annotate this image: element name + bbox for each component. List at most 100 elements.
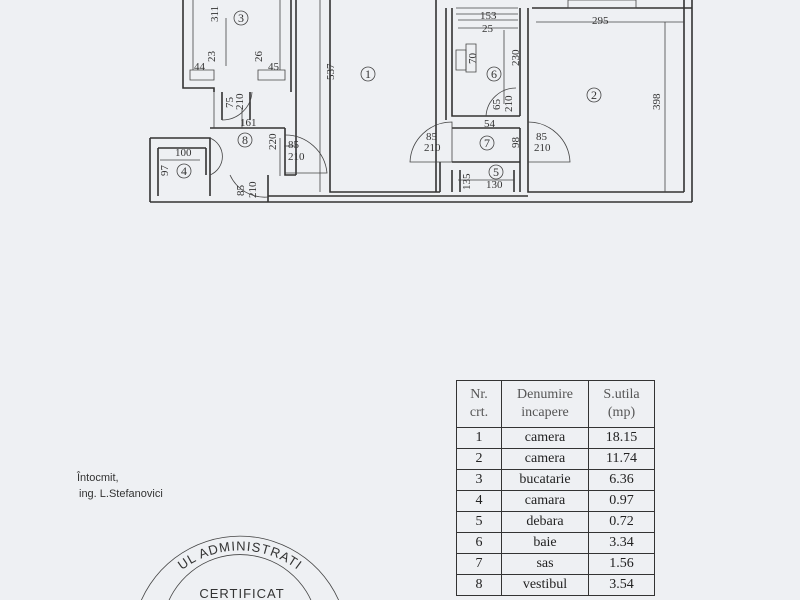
dim-98: 98 bbox=[510, 137, 522, 149]
cell-nr: 1 bbox=[456, 427, 502, 449]
room-4-label: 4 bbox=[176, 163, 192, 179]
room-7-number: 7 bbox=[484, 136, 490, 150]
cell-name: camera bbox=[501, 427, 589, 449]
cell-area: 6.36 bbox=[588, 469, 655, 491]
cell-name: camara bbox=[501, 490, 589, 512]
stamp-inner-text: CERTIFICAT bbox=[199, 586, 284, 600]
dim-23: 23 bbox=[206, 51, 218, 63]
dim-44: 44 bbox=[194, 61, 206, 73]
cell-area: 18.15 bbox=[588, 427, 655, 449]
cell-nr: 6 bbox=[456, 532, 502, 554]
cell-nr: 8 bbox=[456, 574, 502, 596]
cell-name: sas bbox=[501, 553, 589, 575]
header-area-line2: (mp) bbox=[607, 405, 636, 420]
cell-name: vestibul bbox=[501, 574, 589, 596]
signature-block: Întocmit, ing. L.Stefanovici bbox=[77, 470, 163, 502]
cell-nr: 7 bbox=[456, 553, 502, 575]
dim-25: 25 bbox=[482, 23, 494, 35]
cell-area: 3.54 bbox=[588, 574, 655, 596]
room-3-number: 3 bbox=[238, 11, 244, 25]
dim-398: 398 bbox=[651, 93, 663, 110]
room-8-number: 8 bbox=[242, 133, 248, 147]
cell-nr: 4 bbox=[456, 490, 502, 512]
dimension-labels: 311 23 26 44 45 75 210 161 85 210 220 10… bbox=[159, 6, 663, 198]
dim-85-sas-left: 85 bbox=[426, 131, 438, 143]
room-3-label: 3 bbox=[233, 10, 249, 26]
stamp-arc-text: UL ADMINISTRATI bbox=[175, 538, 305, 572]
dim-210-entry: 210 bbox=[247, 181, 259, 198]
floor-plan: 1 2 3 4 5 6 7 8 311 23 26 44 45 75 210 1… bbox=[149, 0, 693, 203]
dim-210-vestibul: 210 bbox=[288, 151, 305, 163]
dimension-lines bbox=[225, 0, 684, 192]
cell-area: 11.74 bbox=[588, 448, 655, 470]
header-area: S.utila (mp) bbox=[588, 380, 655, 428]
header-name-line1: Denumire bbox=[517, 387, 573, 402]
dim-26: 26 bbox=[253, 51, 265, 63]
cell-nr: 3 bbox=[456, 469, 502, 491]
dim-230: 230 bbox=[510, 49, 522, 66]
room-6-label: 6 bbox=[486, 66, 502, 82]
header-name: Denumire incapere bbox=[501, 380, 589, 428]
signature-title: Întocmit, bbox=[77, 472, 119, 484]
cell-nr: 2 bbox=[456, 448, 502, 470]
dim-210-bath: 210 bbox=[503, 95, 515, 112]
dim-537: 537 bbox=[325, 63, 337, 80]
dim-85-sas-right: 85 bbox=[536, 131, 548, 143]
dim-295: 295 bbox=[592, 15, 609, 27]
cell-area: 0.72 bbox=[588, 511, 655, 533]
official-stamp: UL ADMINISTRATI CERTIFICAT bbox=[141, 535, 339, 600]
dim-153: 153 bbox=[480, 10, 497, 22]
room-2-number: 2 bbox=[591, 88, 597, 102]
dim-85-entry: 85 bbox=[235, 185, 247, 197]
plan-walls bbox=[149, 0, 693, 203]
cell-name: debara bbox=[501, 511, 589, 533]
signature-name: ing. L.Stefanovici bbox=[79, 488, 163, 500]
room-5-number: 5 bbox=[493, 165, 499, 179]
dim-130: 130 bbox=[486, 179, 503, 191]
dim-161: 161 bbox=[240, 117, 257, 129]
dim-65: 65 bbox=[491, 99, 503, 111]
dim-135: 135 bbox=[461, 173, 473, 190]
dim-210-kitchen: 210 bbox=[234, 93, 246, 110]
room-4-number: 4 bbox=[181, 164, 187, 178]
room-5-label: 5 bbox=[488, 164, 504, 180]
room-6-number: 6 bbox=[491, 67, 497, 81]
dim-210-sas-left: 210 bbox=[424, 142, 441, 154]
room-labels: 1 2 3 4 5 6 7 8 bbox=[176, 10, 602, 180]
dim-210-sas-right: 210 bbox=[534, 142, 551, 154]
header-nr: Nr. crt. bbox=[456, 380, 502, 428]
dim-85-vestibul: 85 bbox=[288, 139, 300, 151]
dim-45: 45 bbox=[268, 61, 280, 73]
cell-name: bucatarie bbox=[501, 469, 589, 491]
door-swings bbox=[209, 87, 571, 198]
cell-name: camera bbox=[501, 448, 589, 470]
room-1-label: 1 bbox=[360, 66, 376, 82]
header-nr-line2: crt. bbox=[469, 405, 489, 420]
cell-nr: 5 bbox=[456, 511, 502, 533]
room-8-label: 8 bbox=[237, 132, 253, 148]
header-area-line1: S.utila bbox=[603, 387, 640, 402]
dim-97: 97 bbox=[159, 165, 171, 177]
cell-area: 1.56 bbox=[588, 553, 655, 575]
dim-75: 75 bbox=[224, 97, 236, 109]
dim-220: 220 bbox=[267, 133, 279, 150]
header-nr-line1: Nr. bbox=[470, 387, 488, 402]
header-name-line2: incapere bbox=[521, 405, 569, 420]
room-1-number: 1 bbox=[365, 67, 371, 81]
room-2-label: 2 bbox=[586, 87, 602, 103]
cell-area: 0.97 bbox=[588, 490, 655, 512]
dim-54: 54 bbox=[484, 118, 496, 130]
dim-311: 311 bbox=[209, 6, 221, 22]
table-header-row: Nr. crt. Denumire incapere S.utila (mp) bbox=[456, 380, 655, 428]
cell-area: 3.34 bbox=[588, 532, 655, 554]
dim-70: 70 bbox=[467, 53, 479, 65]
